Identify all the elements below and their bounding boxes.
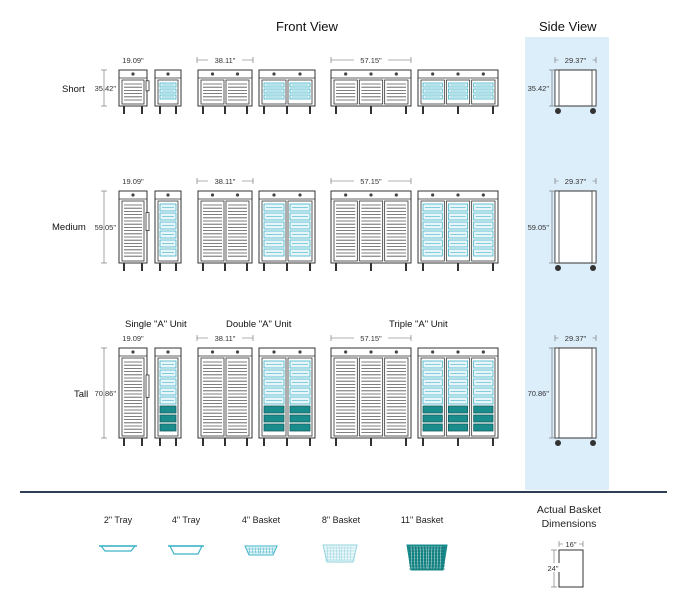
single-basket-cabinet-0 xyxy=(154,69,182,114)
single-height-dim-2: 70.86" xyxy=(95,347,117,439)
basket-dims-title-line2: Dimensions xyxy=(541,518,597,530)
svg-text:29.37": 29.37" xyxy=(565,56,587,65)
svg-text:19.09": 19.09" xyxy=(122,334,144,343)
legend-label-basket-8: 8" Basket xyxy=(321,515,361,525)
single-unit-label: Single "A" Unit xyxy=(125,319,187,330)
double-width-dim-2: 38.11" xyxy=(196,333,254,343)
side-depth-dim-2: 29.37" xyxy=(554,333,597,343)
svg-text:38.11": 38.11" xyxy=(215,56,236,65)
svg-text:38.11": 38.11" xyxy=(215,334,236,343)
svg-text:59.05": 59.05" xyxy=(528,223,550,232)
single-width-dim-0: 19.09" xyxy=(116,55,150,65)
front-view-heading: Front View xyxy=(276,19,338,34)
svg-text:59.05": 59.05" xyxy=(95,223,117,232)
svg-text:38.11": 38.11" xyxy=(215,177,236,186)
basket-8-icon xyxy=(322,544,358,563)
triple-louver-cabinet-1 xyxy=(330,190,412,271)
door-handle xyxy=(145,212,150,232)
triple-width-dim-0: 57.15" xyxy=(330,55,412,65)
svg-text:70.86": 70.86" xyxy=(95,389,117,398)
triple-basket-cabinet-0 xyxy=(417,69,499,114)
door-handle xyxy=(145,80,150,92)
svg-text:19.09": 19.09" xyxy=(122,177,144,186)
row-label-short: Short xyxy=(62,84,85,95)
triple-basket-cabinet-2 xyxy=(417,347,499,446)
basket-11-icon xyxy=(406,544,448,571)
svg-text:19.09": 19.09" xyxy=(122,56,144,65)
double-louver-cabinet-0 xyxy=(197,69,253,114)
triple-basket-cabinet-1 xyxy=(417,190,499,271)
side-view-cabinet-2 xyxy=(554,347,597,446)
svg-text:57.15": 57.15" xyxy=(360,177,382,186)
double-louver-cabinet-1 xyxy=(197,190,253,271)
single-louver-cabinet-1 xyxy=(118,190,148,271)
basket-dims-title: Actual Basket Dimensions xyxy=(519,503,619,531)
legend-label-basket-11: 11" Basket xyxy=(400,515,444,525)
legend-label-basket-4: 4" Basket xyxy=(241,515,281,525)
row-label-medium: Medium xyxy=(52,222,86,233)
side-height-dim-0: 35.42" xyxy=(528,69,555,107)
double-width-dim-1: 38.11" xyxy=(196,176,254,186)
basket-height-label: 24" xyxy=(547,564,558,573)
side-depth-dim-0: 29.37" xyxy=(554,55,597,65)
basket-dims-title-line1: Actual Basket xyxy=(536,504,602,516)
single-height-dim-1: 59.05" xyxy=(95,190,117,264)
single-width-dim-1: 19.09" xyxy=(116,176,150,186)
basket-width-label: 16" xyxy=(565,540,576,549)
single-louver-cabinet-0 xyxy=(118,69,148,114)
double-louver-cabinet-2 xyxy=(197,347,253,446)
side-height-dim-2: 70.86" xyxy=(528,347,555,439)
single-louver-cabinet-2 xyxy=(118,347,148,446)
svg-text:70.86": 70.86" xyxy=(528,389,550,398)
double-basket-cabinet-1 xyxy=(258,190,316,271)
double-unit-label: Double "A" Unit xyxy=(226,319,292,330)
svg-text:57.15": 57.15" xyxy=(360,334,382,343)
double-basket-cabinet-2 xyxy=(258,347,316,446)
double-width-dim-0: 38.11" xyxy=(196,55,254,65)
legend-label-tray-2: 2" Tray xyxy=(103,515,133,525)
triple-unit-label: Triple "A" Unit xyxy=(389,319,448,330)
svg-text:35.42": 35.42" xyxy=(528,84,550,93)
side-view-cabinet-1 xyxy=(554,190,597,271)
side-view-heading: Side View xyxy=(539,19,597,34)
side-depth-dim-1: 29.37" xyxy=(554,176,597,186)
single-basket-cabinet-2 xyxy=(154,347,182,446)
row-label-tall: Tall xyxy=(74,389,89,400)
single-height-dim-0: 35.42" xyxy=(95,69,117,107)
triple-louver-cabinet-2 xyxy=(330,347,412,446)
triple-width-dim-2: 57.15" xyxy=(330,333,412,343)
single-width-dim-2: 19.09" xyxy=(116,333,150,343)
side-view-cabinet-0 xyxy=(554,69,597,114)
tray-4-icon xyxy=(168,545,204,555)
door-handle xyxy=(145,374,150,398)
svg-text:57.15": 57.15" xyxy=(360,56,382,65)
triple-width-dim-1: 57.15" xyxy=(330,176,412,186)
side-height-dim-1: 59.05" xyxy=(528,190,555,264)
svg-text:29.37": 29.37" xyxy=(565,177,587,186)
double-basket-cabinet-0 xyxy=(258,69,316,114)
section-divider xyxy=(20,491,667,493)
legend-label-tray-4: 4" Tray xyxy=(171,515,201,525)
svg-text:35.42": 35.42" xyxy=(95,84,117,93)
svg-text:29.37": 29.37" xyxy=(565,334,587,343)
basket-dims-drawing: 16" 24" xyxy=(546,539,584,588)
single-basket-cabinet-1 xyxy=(154,190,182,271)
triple-louver-cabinet-0 xyxy=(330,69,412,114)
basket-4-icon xyxy=(244,545,278,556)
tray-2-icon xyxy=(99,545,137,552)
